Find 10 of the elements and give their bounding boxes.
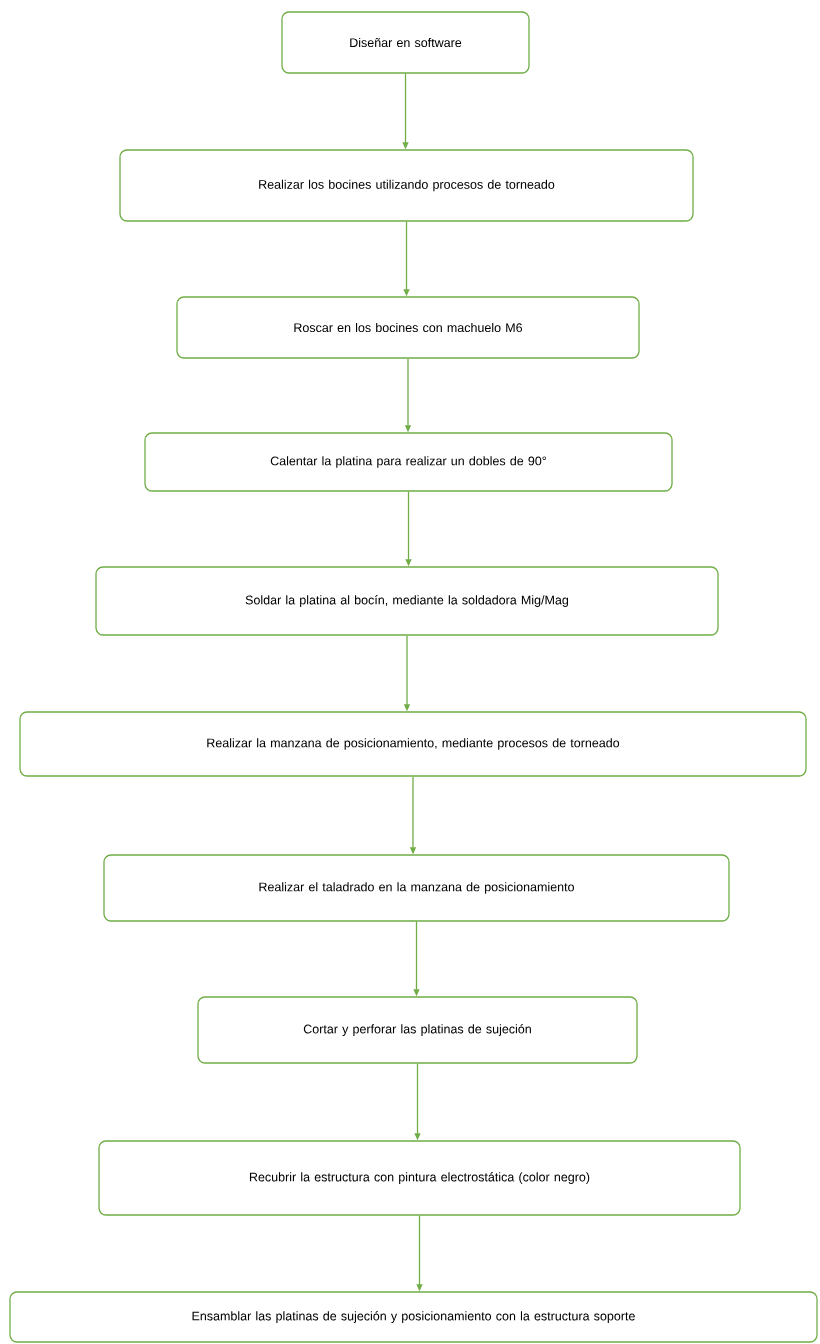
process-box: Realizar la manzana de posicionamiento, mediante procesos de torneado — [19, 711, 807, 777]
process-box: Calentar la platina para realizar un dobles de 90° — [144, 432, 673, 492]
process-box: Recubrir la estructura con pintura electrostática (color negro) — [98, 1140, 741, 1216]
process-box: Diseñar en software — [281, 11, 530, 74]
process-box: Ensamblar las platinas de sujeción y posicionamiento con la estructura soporte — [9, 1291, 818, 1343]
process-box: Soldar la platina al bocín, mediante la soldadora Mig/Mag — [95, 566, 719, 636]
process-box: Cortar y perforar las platinas de sujeción — [197, 996, 638, 1064]
process-box: Realizar el taladrado en la manzana de posicionamiento — [103, 854, 730, 922]
process-box: Roscar en los bocines con machuelo M6 — [176, 296, 640, 359]
process-box: Realizar los bocines utilizando procesos de torneado — [119, 149, 694, 222]
